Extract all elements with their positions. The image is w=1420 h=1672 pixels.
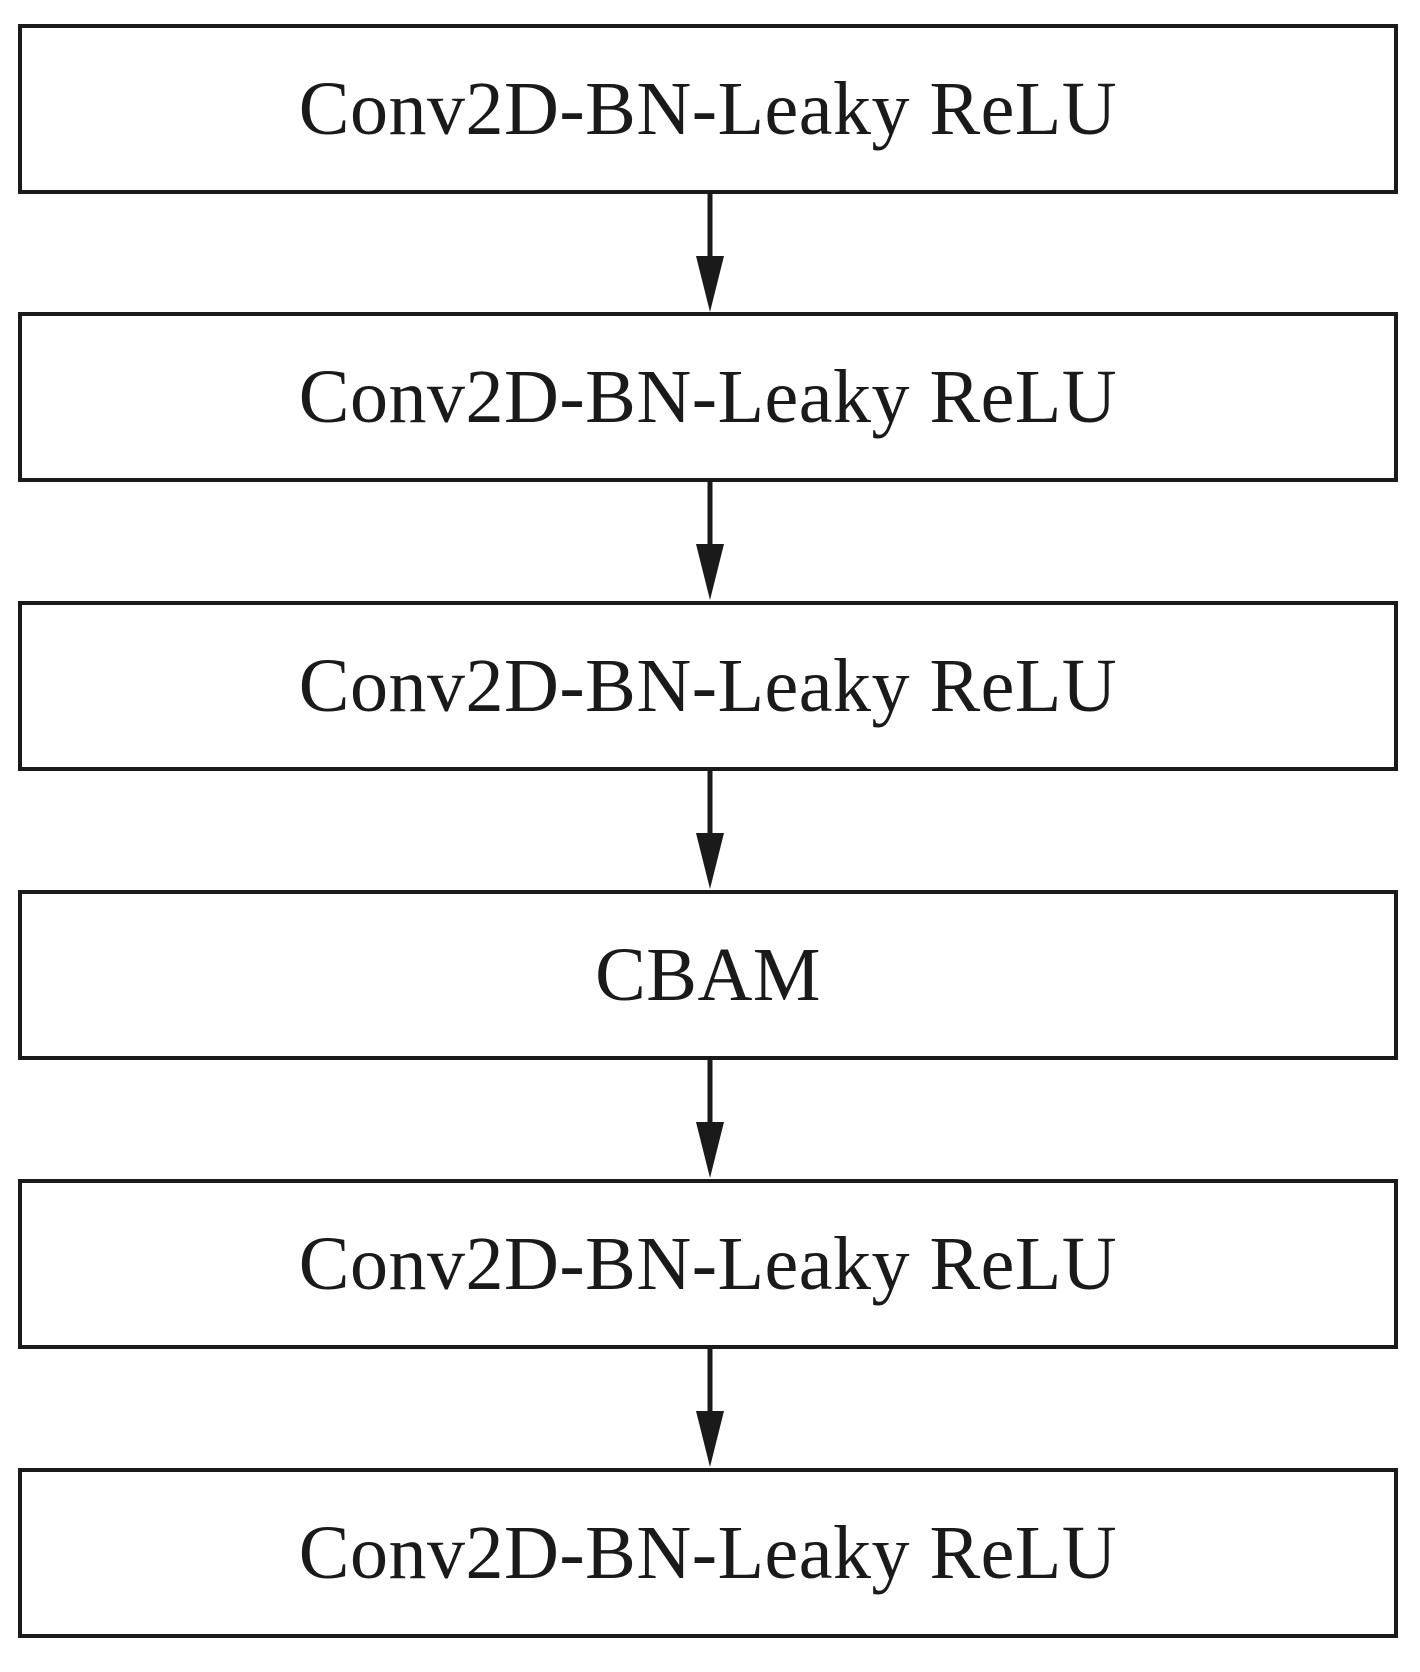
block-cbam: CBAM: [18, 890, 1398, 1060]
arrow-down-icon: [696, 771, 724, 889]
arrow-down-icon: [696, 482, 724, 600]
block-label: Conv2D-BN-Leaky ReLU: [298, 643, 1118, 728]
block-label: Conv2D-BN-Leaky ReLU: [298, 1510, 1118, 1595]
block-label: CBAM: [595, 932, 821, 1017]
arrow-down-icon: [696, 194, 724, 312]
arrow-down-icon: [696, 1349, 724, 1467]
block-conv2d-bn-leaky-relu-3: Conv2D-BN-Leaky ReLU: [18, 601, 1398, 771]
block-conv2d-bn-leaky-relu-2: Conv2D-BN-Leaky ReLU: [18, 312, 1398, 482]
block-label: Conv2D-BN-Leaky ReLU: [298, 354, 1118, 439]
block-conv2d-bn-leaky-relu-1: Conv2D-BN-Leaky ReLU: [18, 24, 1398, 194]
block-label: Conv2D-BN-Leaky ReLU: [298, 66, 1118, 151]
block-conv2d-bn-leaky-relu-4: Conv2D-BN-Leaky ReLU: [18, 1179, 1398, 1349]
block-conv2d-bn-leaky-relu-5: Conv2D-BN-Leaky ReLU: [18, 1468, 1398, 1638]
block-label: Conv2D-BN-Leaky ReLU: [298, 1221, 1118, 1306]
arrow-down-icon: [696, 1060, 724, 1178]
